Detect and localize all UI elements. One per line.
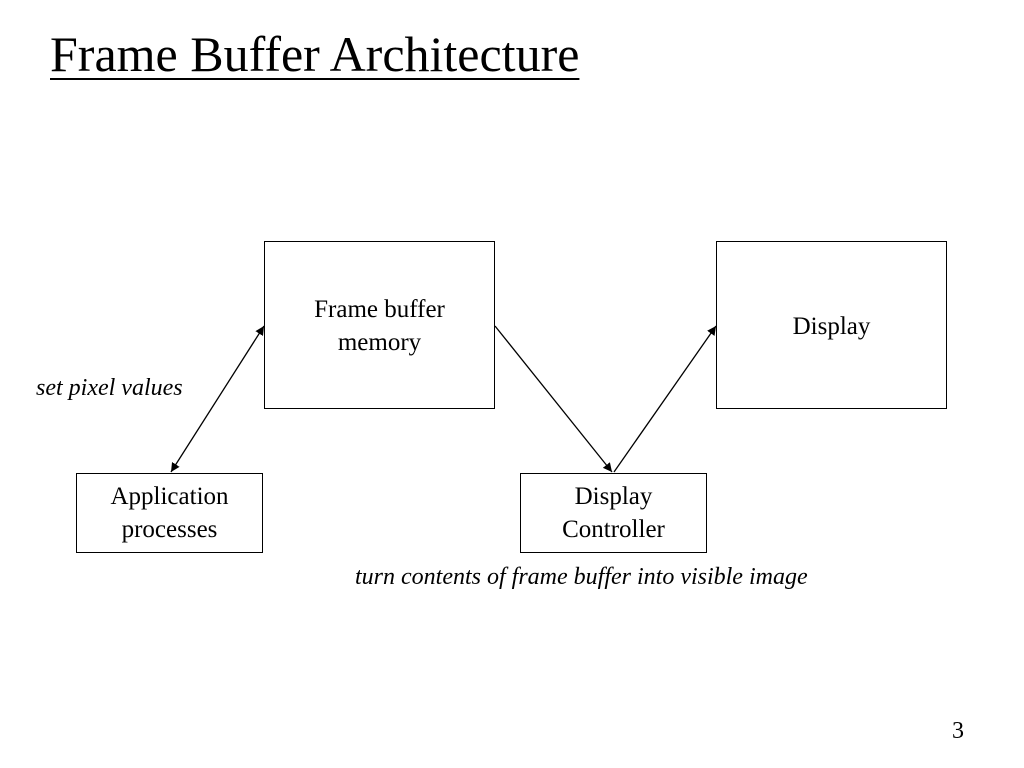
slide-title: Frame Buffer Architecture (50, 26, 580, 82)
application-processes-label: Application processes (110, 483, 229, 543)
frame-buffer-memory-box: Frame buffer memory (264, 241, 495, 409)
frame-buffer-memory-label: Frame buffer memory (314, 296, 445, 356)
set-pixel-values-annotation: set pixel values (36, 375, 183, 401)
edge-controller-to-display (613, 325, 717, 473)
display-box: Display (716, 241, 947, 409)
turn-contents-annotation: turn contents of frame buffer into visib… (355, 564, 808, 590)
application-processes-box: Application processes (76, 473, 263, 553)
edge-app-to-frame-buffer (170, 325, 265, 473)
display-controller-label: Display Controller (562, 483, 665, 543)
display-controller-box: Display Controller (520, 473, 707, 553)
edge-frame-buffer-to-controller (494, 325, 613, 473)
display-label: Display (792, 313, 871, 340)
page-number: 3 (952, 718, 964, 744)
